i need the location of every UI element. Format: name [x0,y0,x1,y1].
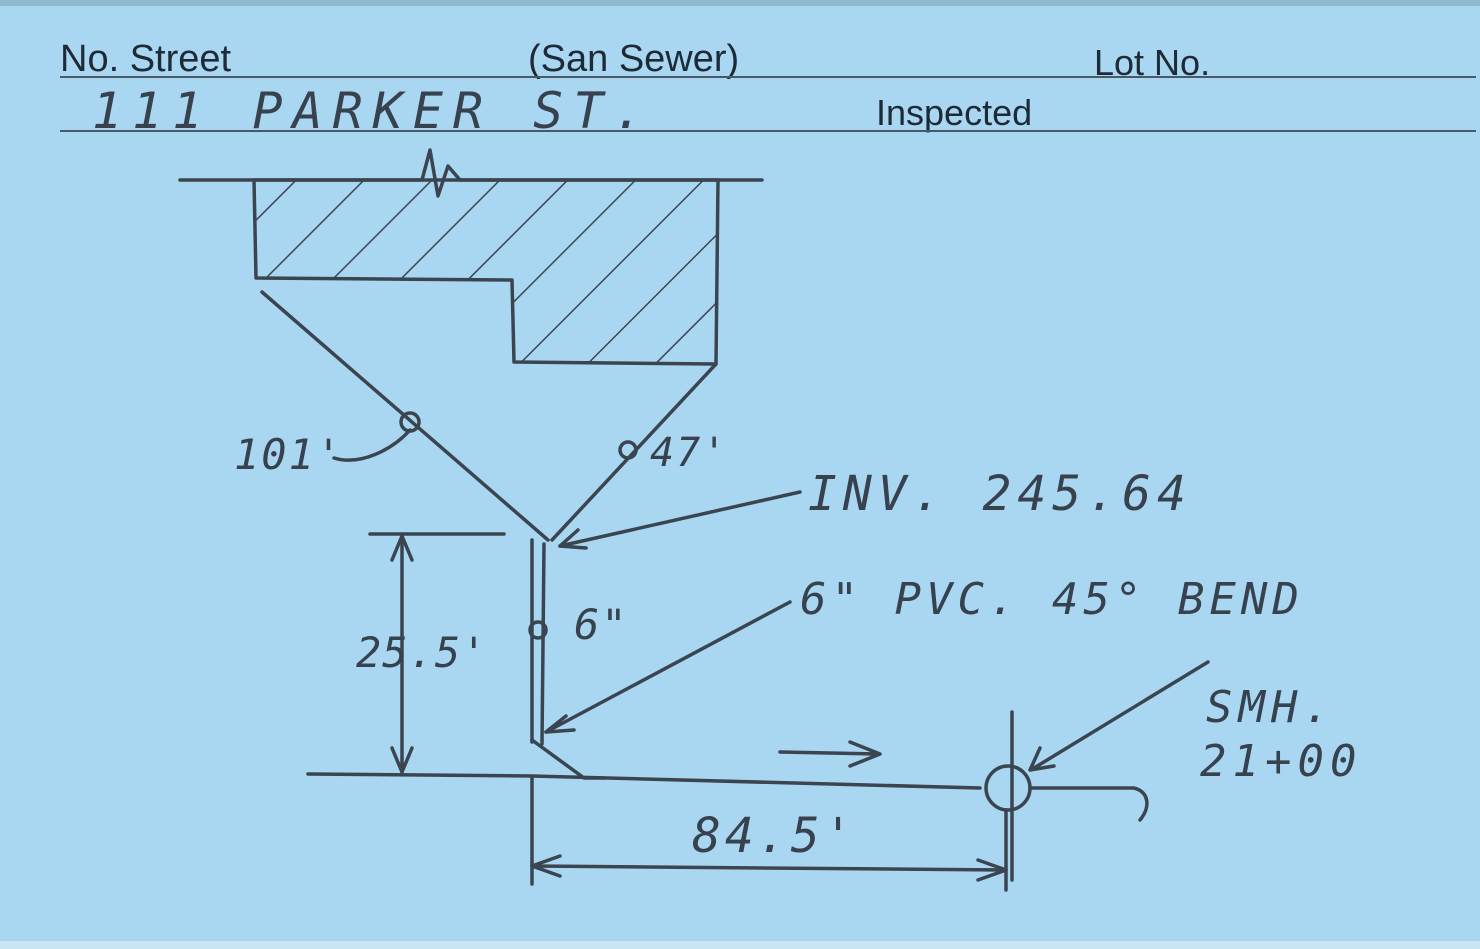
card-bottom-edge [0,941,1480,949]
manhole-symbol [984,764,1032,812]
dim-25-5-label: 25.5' [356,628,488,677]
riser-marker [528,620,548,640]
invert-arrowhead [558,528,588,550]
dim-84-5-label: 84.5' [692,808,857,864]
bend-arrowhead [544,714,576,734]
street-label: No. Street [60,38,232,80]
building-footprint [252,178,720,366]
inspected-label: Inspected [876,92,1033,133]
main-sewer-line [306,772,982,790]
invert-label: INV. 245.64 [808,466,1192,522]
manhole-station-label: 21+00 [1200,736,1363,787]
dim-25-5-arrows [390,534,414,774]
dim-84-5-line [530,864,1008,872]
leader-101 [332,428,412,462]
flow-arrow [778,740,882,768]
lateral-right-marker [618,440,638,460]
card-top-edge [0,0,1480,6]
pipe-size-label: 6" [574,600,629,649]
dim-101-label: 101' [234,430,344,479]
invert-leader [558,490,802,548]
bend-line [530,738,606,780]
manhole-leader [1028,660,1210,772]
manhole-label: SMH. [1206,682,1336,733]
service-label: (San Sewer) [528,38,740,80]
header-rule-top [60,76,1476,78]
fitting-label: 6" PVC. 45° BEND [800,574,1304,625]
riser-pipe-b [540,542,546,746]
dim-84-5-arrows [530,854,1008,882]
bend-leader [544,600,792,734]
header-rule-bottom [60,130,1476,132]
main-sewer-line-east [1028,786,1149,822]
dim-47-label: 47' [650,430,729,476]
